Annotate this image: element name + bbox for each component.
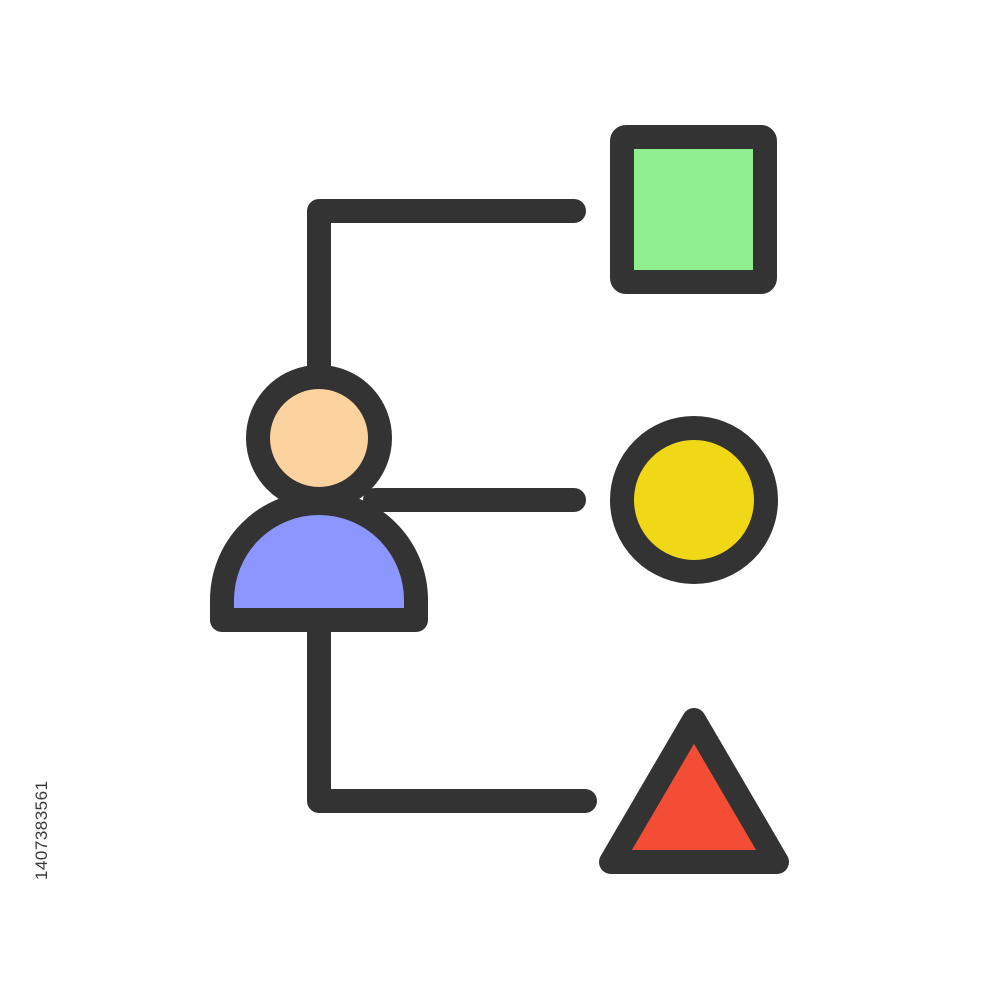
top-connector-line [307,199,586,394]
triangle-shape-icon [599,708,789,874]
image-id-text: 1407383561 [32,780,51,880]
square-shape-icon [610,125,777,294]
circle-shape-icon [610,416,778,584]
person-head-icon [246,365,392,511]
person-body-icon [210,491,428,632]
bottom-connector-line [307,608,597,813]
